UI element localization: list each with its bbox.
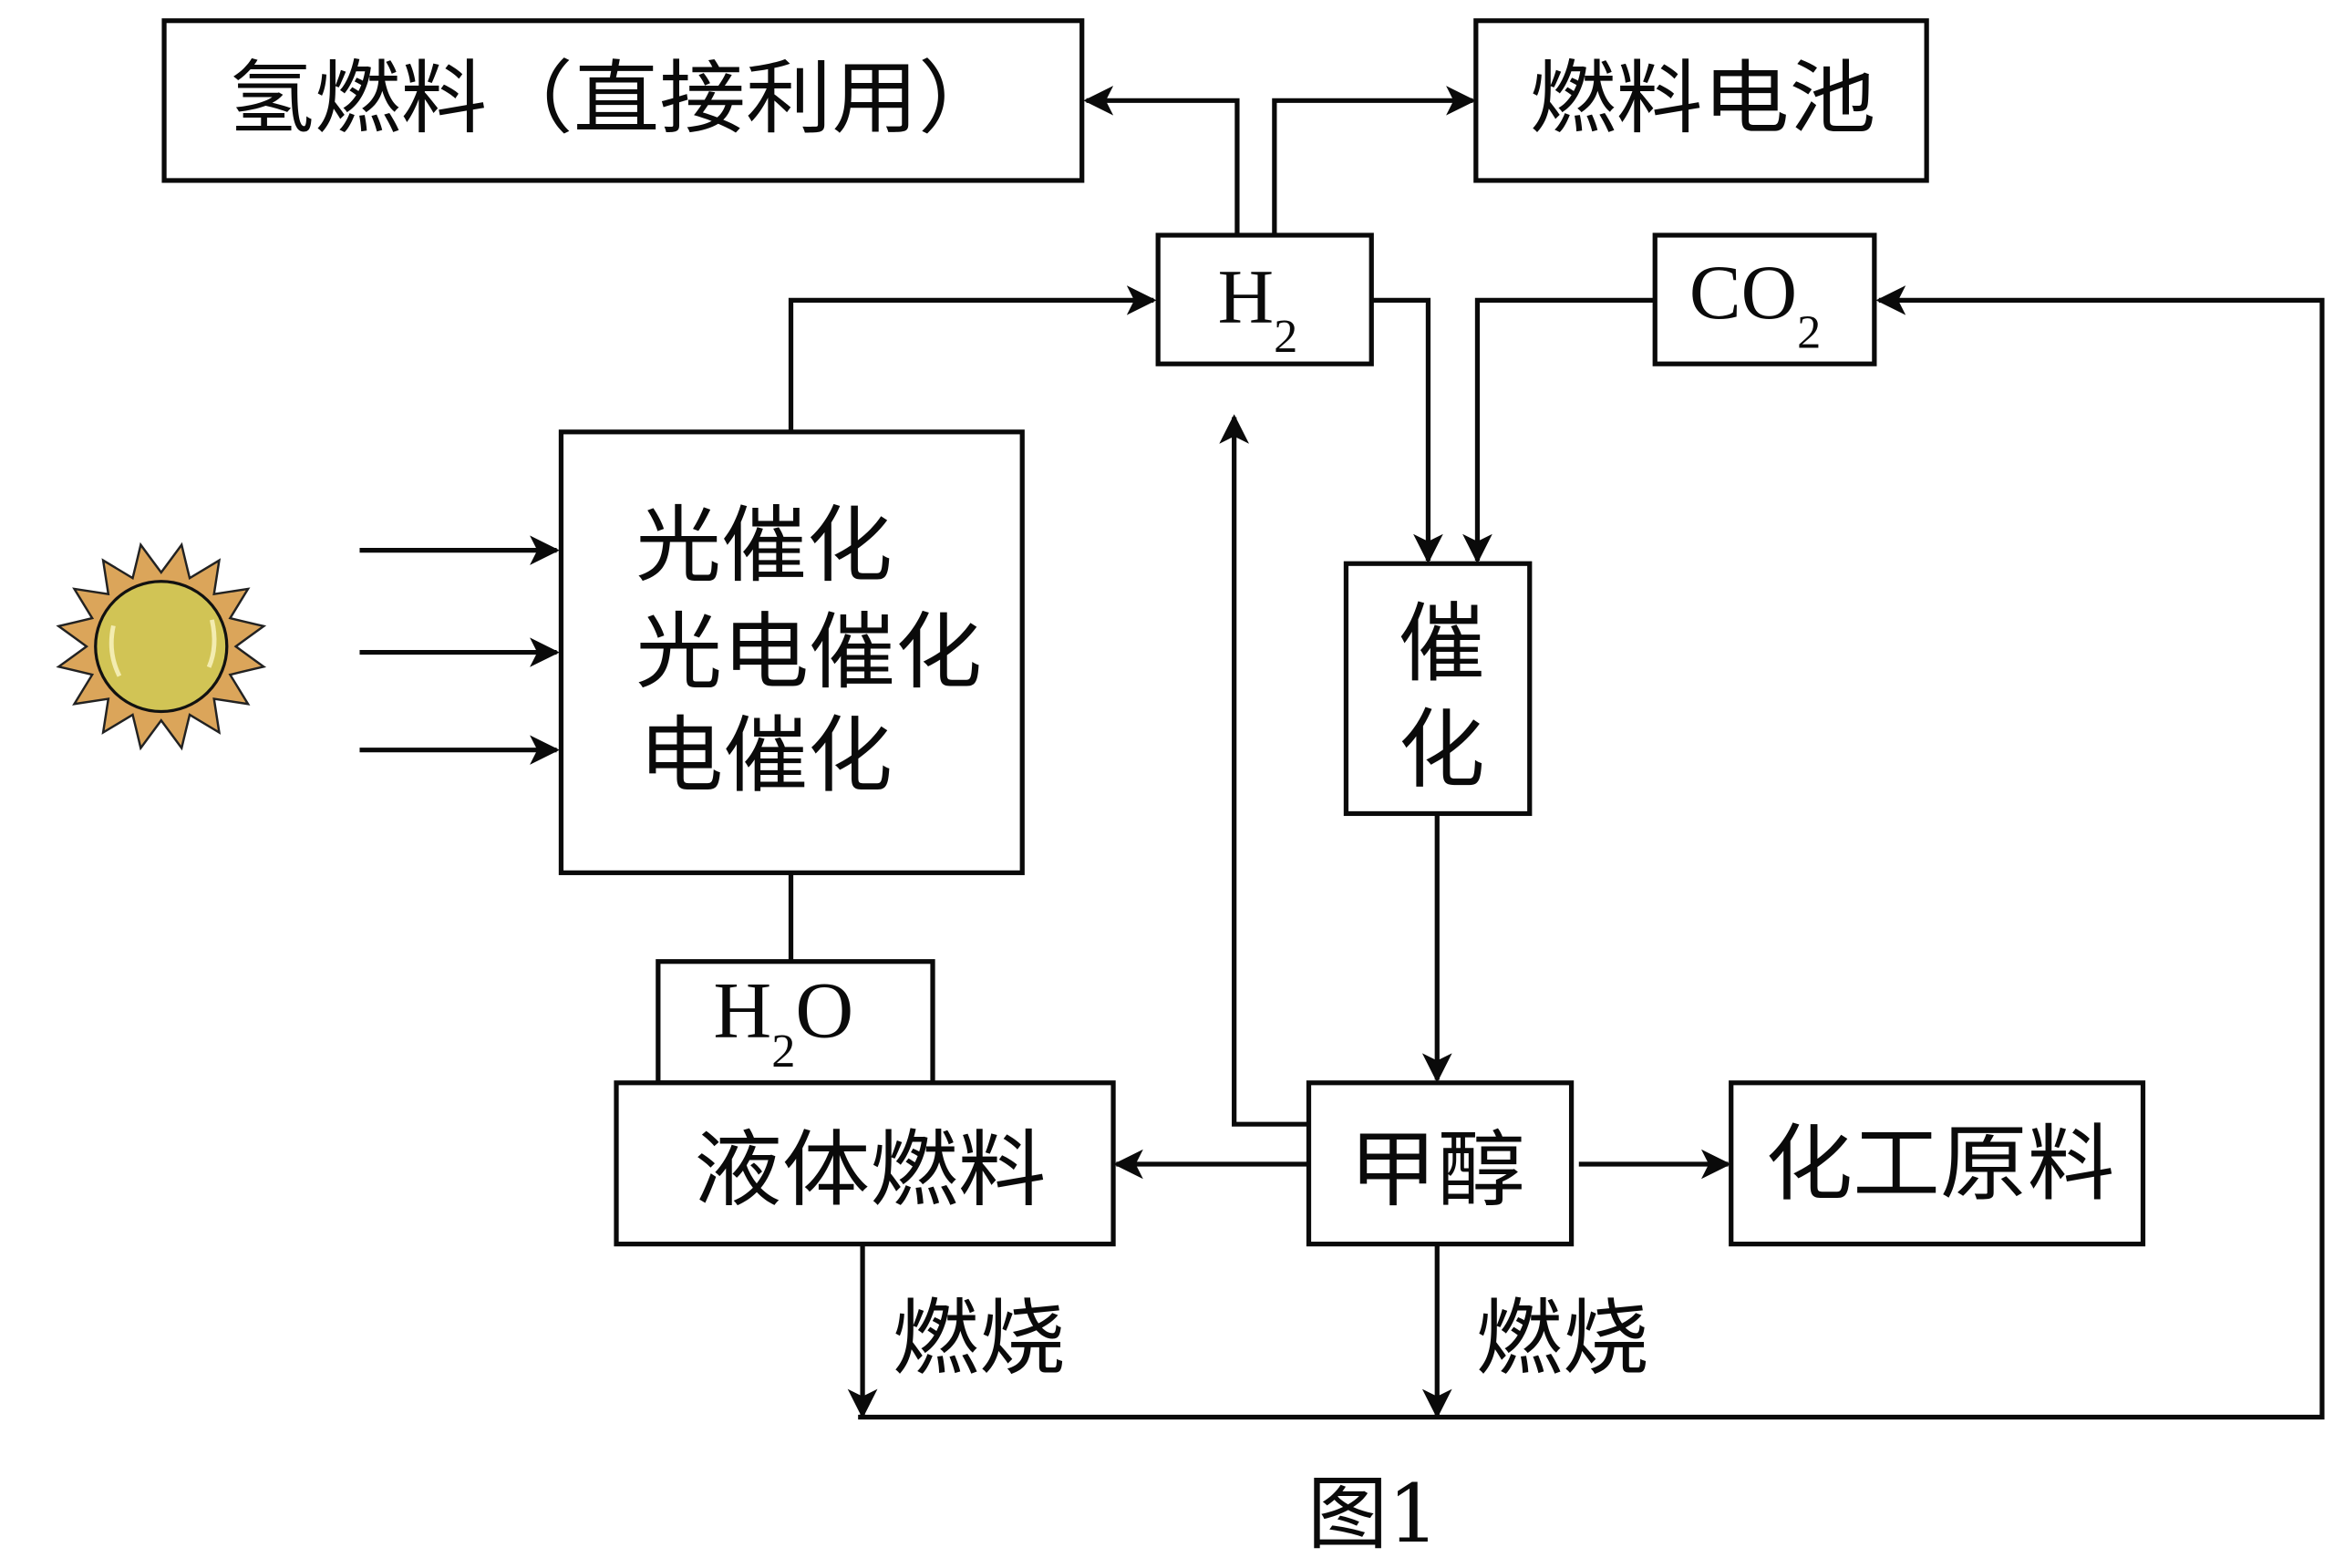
photocatalysis-label: 光催化 xyxy=(635,497,893,594)
combustion-label: 燃烧 xyxy=(893,1290,1066,1387)
h2-to-hydrogen-fuel-arrow xyxy=(1083,86,1240,235)
liquid-fuel-box xyxy=(614,1080,1116,1247)
h2o-label: H2O xyxy=(713,967,853,1078)
methanol-label: 甲醇 xyxy=(1349,1121,1525,1219)
methanol-to-h2-arrow xyxy=(1219,414,1309,1127)
catalysis-methods-to-h2-arrow xyxy=(788,285,1157,432)
h2-box xyxy=(1155,232,1374,366)
h2-to-catalysis-arrow xyxy=(1371,297,1443,564)
electrocatalysis-label: 电催化 xyxy=(639,707,893,804)
fuel-cell-label: 燃料电池 xyxy=(1530,51,1876,145)
co2-box xyxy=(1652,232,1877,366)
co2-to-catalysis-arrow xyxy=(1462,297,1656,564)
co2-return-arrow xyxy=(858,285,2325,1420)
co2-label: CO2 xyxy=(1689,250,1821,358)
sun-icon xyxy=(56,542,267,751)
catalysis-label-1: 催 xyxy=(1399,594,1485,695)
hydrogen-fuel-box xyxy=(161,18,1085,183)
fuel-cell-box xyxy=(1473,18,1929,183)
h2-label: H2 xyxy=(1218,254,1298,363)
chemical-feedstock-label: 化工原料 xyxy=(1765,1115,2114,1212)
h2o-box xyxy=(656,959,935,1086)
chemical-feedstock-box xyxy=(1729,1080,2146,1247)
h2-to-fuel-cell-arrow xyxy=(1272,86,1476,235)
combustion-label: 燃烧 xyxy=(1476,1290,1649,1387)
catalysis-label-2: 化 xyxy=(1399,701,1485,801)
photoelectrocatalysis-label: 光电催化 xyxy=(635,603,982,701)
liquid-fuel-label: 液体燃料 xyxy=(694,1121,1046,1219)
figure-caption: 图1 xyxy=(1307,1467,1440,1561)
hydrogen-fuel-label: 氢燃料（直接利用） xyxy=(228,51,1004,145)
methanol-box xyxy=(1306,1080,1575,1247)
